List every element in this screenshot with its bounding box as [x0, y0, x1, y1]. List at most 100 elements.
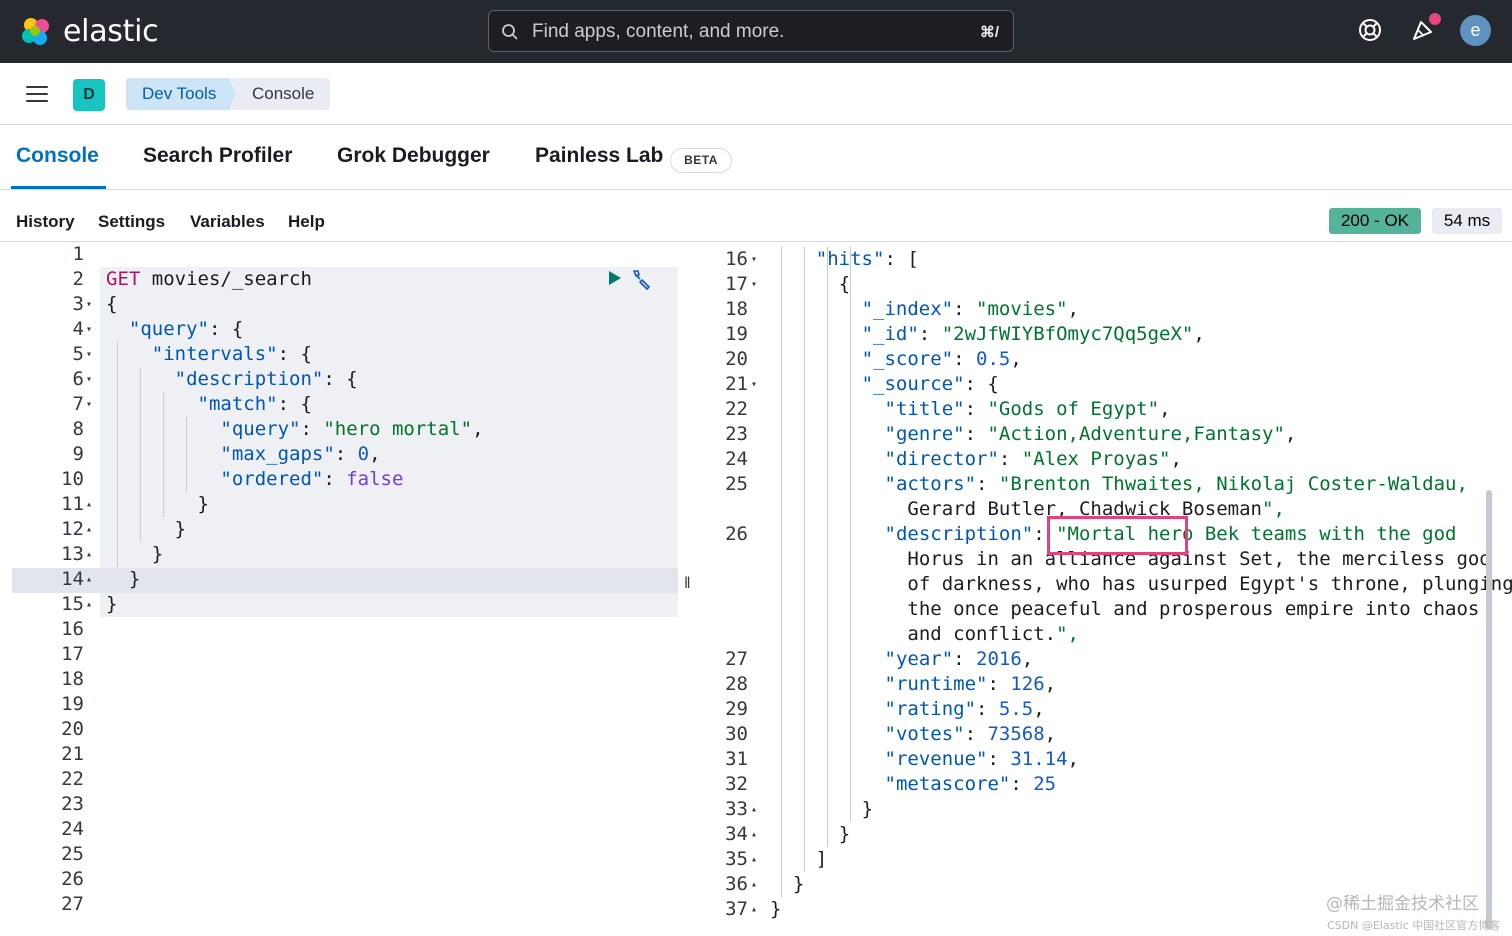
line-number: 26 [725, 523, 748, 545]
line-number: 21 [61, 743, 84, 765]
code-line[interactable]: "query": "hero mortal", [220, 418, 484, 440]
response-line: "director": "Alex Proyas", [884, 448, 1182, 470]
tab-grok-debugger[interactable]: Grok Debugger [337, 144, 490, 167]
fold-collapse-icon[interactable]: ▾ [86, 324, 93, 335]
tab-painless-lab[interactable]: Painless Lab [535, 144, 664, 167]
code-line[interactable]: } [106, 593, 118, 615]
code-line[interactable]: "description": { [174, 368, 358, 390]
line-number: 18 [725, 298, 748, 320]
fold-expand-icon[interactable]: ▴ [86, 549, 93, 560]
line-number: 34 [725, 823, 748, 845]
fold-expand-icon[interactable]: ▴ [86, 499, 93, 510]
tab-console[interactable]: Console [16, 144, 99, 167]
response-line: { [838, 273, 851, 295]
help-link[interactable]: Help [288, 212, 325, 231]
fold-collapse-icon[interactable]: ▾ [751, 379, 758, 390]
code-line[interactable]: "match": { [197, 393, 312, 415]
response-line: "description": "Mortal hero Bek teams wi… [884, 523, 1457, 545]
fold-expand-icon[interactable]: ▴ [751, 904, 758, 915]
resize-handle-icon[interactable]: ‖ [684, 575, 691, 592]
fold-expand-icon[interactable]: ▴ [86, 599, 93, 610]
code-line[interactable]: { [106, 293, 118, 315]
line-number: 5 [72, 343, 84, 365]
space-avatar[interactable]: D [73, 79, 105, 111]
request-selection [100, 267, 678, 617]
watermark-juejin: @稀土掘金技术社区 [1326, 894, 1479, 914]
code-line[interactable]: GET movies/_search [106, 268, 312, 290]
fold-expand-icon[interactable]: ▴ [86, 574, 93, 585]
response-line: } [838, 823, 851, 845]
line-number: 30 [725, 723, 748, 745]
fold-collapse-icon[interactable]: ▾ [751, 254, 758, 265]
code-line[interactable]: "max_gaps": 0, [220, 443, 381, 465]
code-line[interactable]: } [106, 568, 141, 590]
play-icon[interactable] [607, 270, 623, 286]
code-line[interactable]: } [106, 493, 209, 515]
active-tab-indicator [11, 186, 106, 189]
response-line: the once peaceful and prosperous empire … [907, 598, 1480, 620]
fold-expand-icon[interactable]: ▴ [86, 524, 93, 535]
response-line: "revenue": 31.14, [884, 748, 1080, 770]
watermark-csdn: CSDN @Elastic 中国社区官方博客 [1327, 919, 1501, 932]
fold-expand-icon[interactable]: ▴ [751, 879, 758, 890]
elastic-logo[interactable]: elastic [20, 14, 159, 49]
line-number: 21 [725, 373, 748, 395]
breadcrumb-bar: D Dev Tools Console [0, 63, 1512, 125]
response-line: of darkness, who has usurped Egypt's thr… [907, 573, 1512, 595]
response-scrollbar[interactable] [1486, 490, 1492, 930]
response-line: Gerard Butler, Chadwick Boseman", [907, 498, 1285, 520]
settings-link[interactable]: Settings [98, 212, 166, 231]
menu-icon[interactable] [26, 86, 48, 102]
user-avatar[interactable]: e [1460, 15, 1491, 46]
fold-collapse-icon[interactable]: ▾ [86, 299, 93, 310]
fold-expand-icon[interactable]: ▴ [751, 804, 758, 815]
indent-guide [804, 247, 806, 872]
code-line[interactable]: "ordered": false [220, 468, 404, 490]
fold-expand-icon[interactable]: ▴ [751, 854, 758, 865]
fold-collapse-icon[interactable]: ▾ [86, 399, 93, 410]
line-number: 17 [725, 273, 748, 295]
code-line[interactable]: } [106, 543, 164, 565]
beta-badge: BETA [670, 148, 732, 173]
code-line[interactable]: "query": { [128, 318, 244, 340]
line-number: 20 [61, 718, 84, 740]
line-number: 1 [72, 243, 84, 265]
fold-expand-icon[interactable]: ▴ [751, 829, 758, 840]
code-line[interactable]: } [106, 518, 187, 540]
response-line: "title": "Gods of Egypt", [884, 398, 1171, 420]
response-line: "actors": "Brenton Thwaites, Nikolaj Cos… [884, 473, 1468, 495]
line-number: 31 [725, 748, 748, 770]
global-header: elastic Find apps, content, and more. ⌘/… [0, 0, 1512, 63]
line-number: 3 [72, 293, 84, 315]
editor-divider[interactable] [678, 242, 698, 936]
fold-collapse-icon[interactable]: ▾ [86, 349, 93, 360]
breadcrumb-dev-tools[interactable]: Dev Tools [126, 78, 236, 110]
newsfeed-icon[interactable] [1409, 16, 1437, 44]
response-line: ] [815, 848, 828, 870]
response-line: "hits": [ [815, 248, 919, 270]
fold-collapse-icon[interactable]: ▾ [751, 279, 758, 290]
global-search-input[interactable]: Find apps, content, and more. ⌘/ [488, 10, 1014, 52]
response-line: "votes": 73568, [884, 723, 1057, 745]
response-line: "metascore": 25 [884, 773, 1057, 795]
line-number: 15 [61, 593, 84, 615]
code-line[interactable]: "intervals": { [151, 343, 312, 365]
line-number: 32 [725, 773, 748, 795]
help-icon[interactable] [1356, 16, 1384, 44]
elastic-logo-icon [22, 17, 49, 45]
response-line: } [770, 898, 782, 920]
fold-collapse-icon[interactable]: ▾ [86, 374, 93, 385]
variables-link[interactable]: Variables [190, 212, 265, 231]
response-line: "_score": 0.5, [861, 348, 1022, 370]
history-link[interactable]: History [16, 212, 75, 231]
wrench-icon[interactable] [631, 268, 653, 290]
tab-search-profiler[interactable]: Search Profiler [143, 144, 293, 167]
response-line: } [792, 873, 805, 895]
search-placeholder: Find apps, content, and more. [532, 21, 785, 42]
line-number: 19 [61, 693, 84, 715]
indent-guide [140, 367, 142, 542]
line-number: 17 [61, 643, 84, 665]
line-number: 6 [72, 368, 84, 390]
status-badge[interactable]: 200 - OK [1329, 208, 1421, 234]
